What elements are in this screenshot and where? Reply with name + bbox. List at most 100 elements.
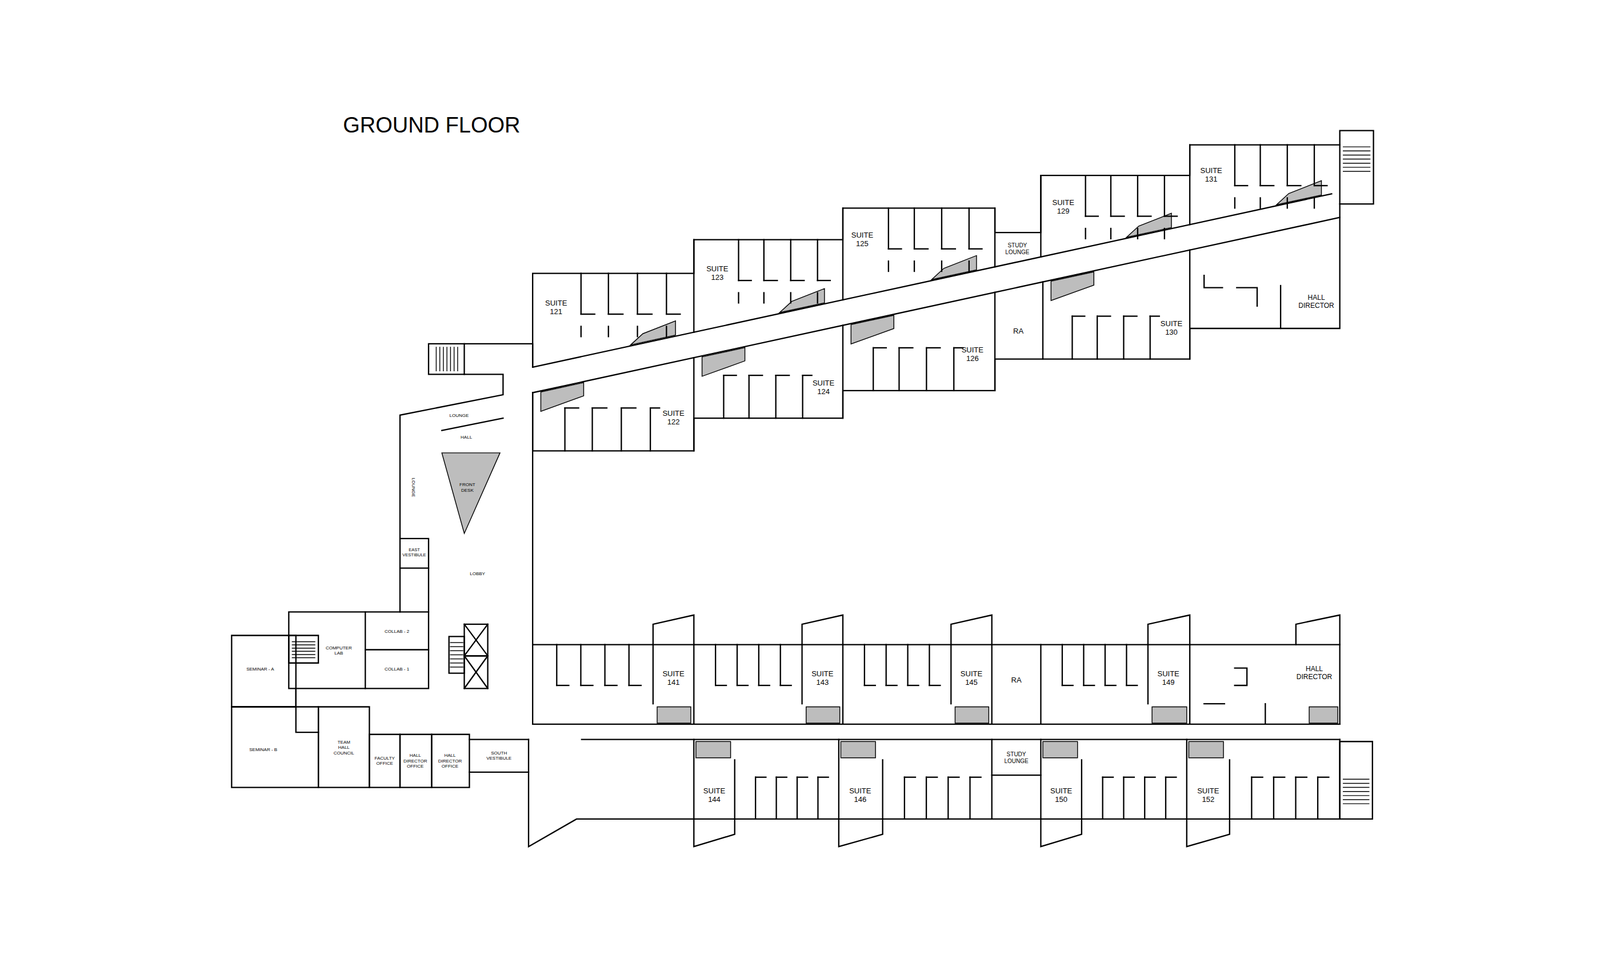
- wall: [1317, 777, 1329, 779]
- wall: [1144, 777, 1155, 779]
- wall: [738, 280, 752, 282]
- wall: [873, 347, 887, 349]
- wall: [231, 707, 319, 788]
- area-label: LOUNGE: [449, 413, 470, 419]
- wall: [1340, 741, 1373, 820]
- wall: [992, 774, 1042, 776]
- wall: [1040, 740, 1042, 820]
- wall: [801, 375, 803, 419]
- room-label: STUDY LOUNGE: [999, 242, 1035, 256]
- wall: [653, 615, 694, 646]
- wall: [1234, 668, 1247, 686]
- wall: [1062, 685, 1074, 687]
- wall: [790, 240, 792, 281]
- wall: [1096, 316, 1098, 360]
- wall: [737, 240, 739, 281]
- wall: [1294, 777, 1296, 820]
- wall: [970, 777, 982, 779]
- wall: [968, 208, 970, 249]
- stair-tread: [450, 662, 464, 664]
- council-room: TEAM HALL COUNCIL: [330, 739, 358, 757]
- wall: [968, 261, 970, 272]
- wall: [464, 656, 488, 689]
- area-label: LOUNGE: [410, 478, 416, 498]
- wall: [532, 204, 1340, 451]
- wall: [1123, 777, 1134, 779]
- wall: [1144, 777, 1146, 820]
- wall: [528, 740, 1340, 848]
- wall: [1236, 288, 1258, 307]
- wall: [1189, 250, 1191, 360]
- wall: [1101, 777, 1103, 820]
- wall: [758, 685, 770, 687]
- wall: [1084, 175, 1086, 216]
- wall: [898, 348, 900, 391]
- wall: [464, 344, 534, 368]
- wall-lines: [231, 130, 1374, 848]
- wall: [817, 240, 819, 281]
- wall: [1040, 175, 1042, 258]
- wall: [749, 374, 763, 376]
- wall: [604, 645, 606, 686]
- wall: [737, 685, 748, 687]
- wall: [400, 734, 432, 788]
- wall: [969, 777, 971, 820]
- room-label: SUITE 126: [959, 346, 986, 364]
- wall: [1110, 215, 1124, 217]
- room-label: EAST VESTIBULE: [401, 548, 428, 558]
- wall: [817, 293, 819, 304]
- wall: [532, 724, 1340, 726]
- wall: [1104, 645, 1106, 686]
- suite-room: SUITE 121: [541, 298, 571, 318]
- bath-fill: [1042, 741, 1078, 759]
- wall: [556, 645, 558, 686]
- wall: [581, 313, 595, 315]
- room-label: RA: [1011, 676, 1022, 686]
- wall: [464, 624, 488, 656]
- wall: [864, 685, 876, 687]
- wall: [755, 777, 766, 779]
- wall: [1040, 645, 1042, 725]
- room-label: RA: [1013, 327, 1024, 336]
- wall: [1123, 315, 1137, 317]
- wall: [1164, 175, 1166, 216]
- suite-room: SUITE 126: [958, 345, 987, 364]
- suite-room: SUITE 124: [809, 378, 838, 398]
- wall: [1110, 228, 1112, 239]
- wall: [365, 649, 429, 651]
- wall: [288, 612, 429, 689]
- wall: [723, 374, 736, 376]
- wall: [1186, 740, 1188, 820]
- wall: [898, 347, 913, 349]
- wall: [925, 348, 927, 391]
- wall: [941, 248, 956, 250]
- stair-lines: [292, 146, 1371, 804]
- wall: [1072, 315, 1085, 317]
- stair-tread: [292, 644, 316, 646]
- wall: [1234, 197, 1236, 208]
- wall: [715, 685, 727, 687]
- stair-tread: [1342, 162, 1371, 164]
- wall: [1126, 685, 1138, 687]
- stair-tread: [1342, 154, 1371, 156]
- wall: [1286, 197, 1288, 208]
- stair-tread: [1342, 787, 1370, 788]
- wall: [1125, 645, 1127, 686]
- wall: [736, 645, 738, 686]
- wall: [1042, 282, 1044, 360]
- wall: [1040, 819, 1082, 847]
- wall: [666, 313, 680, 315]
- wall: [693, 357, 695, 451]
- stair-tread: [450, 642, 464, 643]
- wall: [693, 819, 735, 847]
- wall: [1083, 685, 1095, 687]
- stair-tread: [450, 658, 464, 660]
- wall: [802, 615, 843, 646]
- wall: [776, 777, 787, 779]
- wall: [1259, 197, 1261, 208]
- wall: [288, 636, 319, 664]
- wall: [838, 819, 883, 847]
- wall: [926, 777, 938, 779]
- wall: [1149, 316, 1151, 360]
- bath-fill: [1309, 707, 1338, 724]
